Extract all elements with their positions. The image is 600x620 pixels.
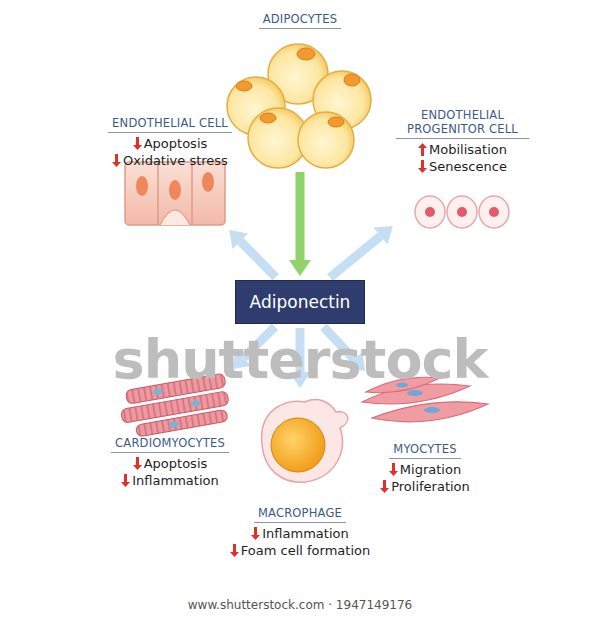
effect-arrow <box>296 172 305 260</box>
decrease-arrow <box>389 463 398 476</box>
effect-text: Apoptosis <box>144 136 208 151</box>
effect-text: Mobilisation <box>429 142 507 157</box>
decrease-arrow <box>230 544 239 557</box>
hormone-name: Adiponectin <box>236 281 365 323</box>
cell-group: ADIPOCYTES <box>225 8 375 168</box>
cell-heading: MYOCYTES <box>389 442 460 459</box>
watermark: shutterstock <box>0 330 600 390</box>
increase-arrow <box>418 143 427 156</box>
decrease-arrow <box>121 474 130 487</box>
decrease-arrow <box>380 480 389 493</box>
effect-text: Inflammation <box>262 526 348 541</box>
cell-heading: MACROPHAGE <box>254 506 346 523</box>
effect-text: Inflammation <box>132 473 218 488</box>
endothelial-cells <box>125 162 225 225</box>
effect-arrow <box>330 236 381 277</box>
progenitor-cells <box>415 196 509 228</box>
effect-text: Foam cell formation <box>241 543 370 558</box>
decrease-arrow <box>112 154 121 167</box>
decrease-arrow <box>133 137 142 150</box>
effect-text: Migration <box>400 462 461 477</box>
adipocyte-cluster <box>227 44 371 168</box>
cell-heading: ENDOTHELIAL PROGENITOR CELL <box>396 108 529 139</box>
effect-text: Apoptosis <box>144 456 208 471</box>
effect-text: Proliferation <box>391 479 470 494</box>
cell-heading: ADIPOCYTES <box>259 12 342 29</box>
target-cell: MYOCYTES MigrationProliferation <box>354 374 496 495</box>
decrease-arrow <box>418 160 427 173</box>
target-cell: ENDOTHELIAL CELL ApoptosisOxidative stres… <box>91 112 249 227</box>
macrophage-cell <box>262 400 348 483</box>
target-cell: ENDOTHELIAL PROGENITOR CELL MobilisationS… <box>396 108 529 230</box>
decrease-arrow <box>133 457 142 470</box>
hormone-box: Adiponectin <box>235 280 366 324</box>
target-cell: MACROPHAGE InflammationFoam cell formatio… <box>216 392 384 559</box>
watermark-url: www.shutterstock.com · 1947149176 <box>0 598 600 613</box>
cell-heading: ENDOTHELIAL CELL <box>108 116 232 133</box>
cell-heading: CARDIOMYOCYTES <box>111 436 229 453</box>
decrease-arrow <box>251 527 260 540</box>
effect-arrow <box>240 241 275 277</box>
effect-text: Senescence <box>429 159 507 174</box>
effect-text: Oxidative stress <box>123 153 228 168</box>
